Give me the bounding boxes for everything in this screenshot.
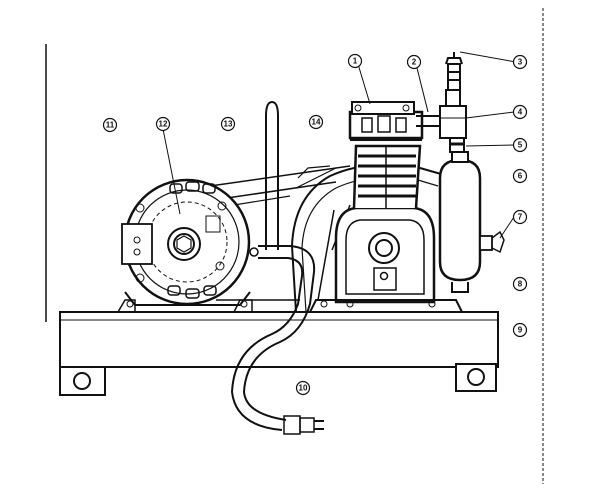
receiver-tank — [438, 151, 505, 293]
scan-edges — [45, 8, 544, 484]
callout-12: 12 — [155, 116, 171, 132]
callout-9: 9 — [512, 322, 528, 338]
callout-7: 7 — [512, 209, 528, 225]
callout-1: 1 — [347, 53, 363, 69]
callout-5: 5 — [512, 137, 528, 153]
callout-9-label: 9 — [518, 326, 523, 335]
callout-7-label: 7 — [518, 213, 523, 222]
callout-11-label: 11 — [106, 121, 115, 130]
callout-14: 14 — [308, 114, 324, 130]
base-skid — [59, 311, 499, 396]
callout-1-label: 1 — [353, 57, 358, 66]
callout-14-label: 14 — [312, 118, 321, 127]
callout-11: 11 — [102, 117, 118, 133]
callout-3: 3 — [512, 54, 528, 70]
callout-6: 6 — [512, 168, 528, 184]
callout-10-label: 10 — [299, 384, 308, 393]
callout-13: 13 — [220, 116, 236, 132]
discharge-line — [416, 52, 467, 153]
callout-2-label: 2 — [412, 58, 417, 67]
callout-12-label: 12 — [159, 120, 168, 129]
callout-4: 4 — [512, 104, 528, 120]
power-cord — [230, 245, 324, 435]
callout-5-label: 5 — [518, 141, 523, 150]
leader-lines — [161, 51, 517, 239]
callout-13-label: 13 — [224, 120, 233, 129]
callout-6-label: 6 — [518, 172, 523, 181]
callout-2: 2 — [406, 54, 422, 70]
intake-pipe — [265, 100, 279, 250]
callout-8: 8 — [512, 276, 528, 292]
callout-3-label: 3 — [518, 58, 523, 67]
callout-4-label: 4 — [518, 108, 523, 117]
callout-8-label: 8 — [518, 280, 523, 289]
compressor-pump — [309, 101, 463, 313]
electric-motor — [117, 178, 253, 313]
callout-10: 10 — [295, 380, 311, 396]
